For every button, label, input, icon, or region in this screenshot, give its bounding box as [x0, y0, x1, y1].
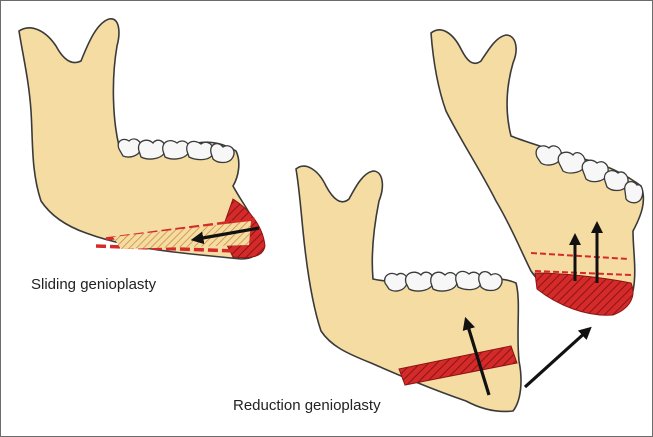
mandible-sliding [19, 19, 265, 259]
mandible-result-bone [431, 30, 643, 308]
label-reduction-genioplasty: Reduction genioplasty [233, 397, 381, 414]
mandible-reduction [296, 166, 521, 411]
arrow-transition [525, 331, 587, 387]
teeth-reduction [385, 271, 502, 291]
label-sliding-genioplasty: Sliding genioplasty [31, 276, 156, 293]
